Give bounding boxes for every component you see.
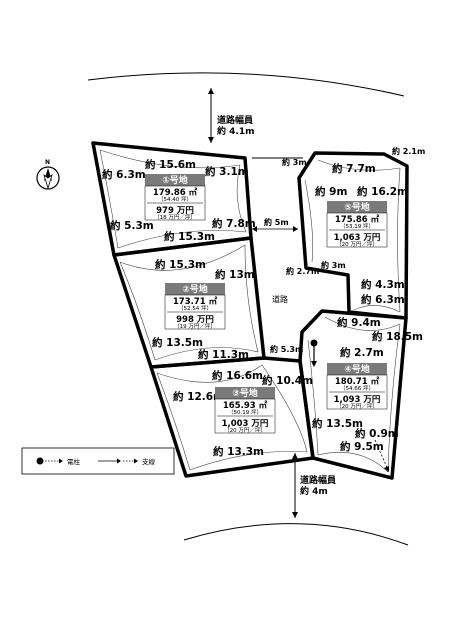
lot-hatching [99, 149, 401, 473]
lot1-name: ①号地 [162, 174, 188, 186]
dim-l5-right: 約 16.2m [357, 185, 408, 198]
dim-l4-inner: 約 2.7m [340, 346, 384, 359]
dim-l3-left: 約 12.6m [173, 390, 224, 403]
lot3-tsubo: （50.19 坪） [228, 408, 262, 416]
north-road-width: 約 4.1m [217, 125, 254, 137]
lot3-price: 1,003 万円 [222, 419, 269, 429]
lot3-unit-price: （20 万円／坪） [224, 426, 266, 434]
lot3-name: ③号地 [232, 387, 258, 399]
lot2-info: ②号地 173.71 ㎡ （52.54 坪） 998 万円 （19 万円／坪） [164, 283, 226, 330]
lot2-tsubo: （52.54 坪） [178, 304, 212, 312]
lot1-area: 179.86 ㎡ [153, 187, 198, 198]
south-road-width: 約 4m [300, 485, 328, 497]
south-road-name: 道路幅員 [300, 474, 336, 486]
north-road-edge [87, 72, 405, 97]
dim-l5-notch-v: 約 4.3m [361, 278, 405, 291]
lot4-price: 1,093 万円 [334, 395, 381, 405]
lot2-area: 173.71 ㎡ [173, 296, 218, 307]
lot1-unit-price: （18 万円／坪） [154, 213, 196, 221]
dim-l1-right: 約 7.8m [212, 217, 256, 230]
dim-l1-left-upper: 約 6.3m [102, 168, 146, 181]
dim-l3-bottom: 約 13.3m [213, 445, 264, 458]
lot1-price: 979 万円 [156, 206, 194, 216]
lot1-info: ①号地 179.86 ㎡ （54.40 坪） 979 万円 （18 万円／坪） [144, 174, 206, 221]
lot4-access-arrow [310, 339, 318, 367]
legend-guy: 支線 [142, 457, 156, 466]
internal-road-width-arrow [252, 226, 298, 232]
lot4-area: 180.71 ㎡ [335, 376, 380, 387]
lot5-info: ⑤号地 175.86 ㎡ （53.19 坪） 1,063 万円 （20 万円／坪… [326, 201, 388, 248]
dim-l1-topright: 約 3.1m [205, 165, 249, 178]
dim-road-mid: 約 2.7m [286, 266, 319, 276]
dim-l5-notch-h: 約 6.3m [361, 293, 405, 306]
dim-l4-top: 約 9.4m [337, 316, 381, 329]
dim-l1-left-lower: 約 5.3m [110, 219, 154, 232]
internal-road-width: 約 5m [264, 217, 289, 227]
dim-l2-top: 約 15.3m [155, 258, 206, 271]
lot5-area: 175.86 ㎡ [335, 214, 380, 225]
lot5-tsubo: （53.19 坪） [340, 222, 374, 230]
lot4-tsubo: （54.66 坪） [340, 384, 374, 392]
dim-road-lower: 約 5.3m [270, 344, 303, 354]
dim-l1-top: 約 15.6m [145, 158, 196, 171]
lot2-price: 998 万円 [176, 315, 214, 325]
dim-l4-bottom-right: 約 0.9m [355, 427, 399, 440]
north-road-name: 道路幅員 [217, 114, 253, 126]
lot5-name: ⑤号地 [344, 201, 370, 213]
dim-l5-top: 約 7.7m [332, 162, 376, 175]
dim-l4-right: 約 18.5m [372, 330, 423, 343]
north-arrow-icon: N [36, 159, 60, 190]
lot4-info: ④号地 180.71 ㎡ （54.66 坪） 1,093 万円 （20 万円／坪… [326, 363, 388, 410]
dim-l4-bottom: 約 9.5m [340, 440, 384, 453]
dim-l1-bottom: 約 15.3m [164, 230, 215, 243]
lot4-unit-price: （20 万円／坪） [336, 402, 378, 410]
lot3-area: 165.93 ㎡ [223, 400, 268, 411]
lot5-unit-price: （20 万円／坪） [336, 240, 378, 248]
lot4-guy-arrow [374, 439, 389, 472]
dim-l3-top: 約 16.6m [212, 369, 263, 382]
lot5-boundary [297, 151, 409, 320]
internal-road-label: 道路 [272, 294, 288, 304]
dim-l2-right: 約 13m [215, 268, 255, 281]
dim-l5-corner: 約 2.1m [392, 146, 425, 156]
dim-road-corner: 約 3m [282, 157, 307, 167]
north-road-width-arrow [208, 88, 214, 143]
dim-l2-left: 約 13.5m [152, 336, 203, 349]
south-road-edge [183, 523, 409, 546]
dim-l4-left: 約 13.5m [312, 417, 363, 430]
dim-l3-topright: 約 10.4m [262, 374, 313, 387]
pole-icon [36, 457, 44, 465]
north-label: N [45, 159, 50, 166]
lot3-info: ③号地 165.93 ㎡ （50.19 坪） 1,003 万円 （20 万円／坪… [214, 387, 276, 434]
lot5-price: 1,063 万円 [334, 233, 381, 243]
lot1-tsubo: （54.40 坪） [158, 195, 192, 203]
dim-l5-left: 約 9m [315, 185, 347, 198]
legend: 電柱 支線 [21, 447, 175, 475]
dim-road-notch: 約 3m [321, 260, 346, 270]
dim-l2-bottom: 約 11.3m [198, 348, 249, 361]
legend-pole: 電柱 [67, 457, 81, 466]
south-road-width-arrow [292, 453, 298, 518]
lot2-unit-price: （19 万円／坪） [174, 322, 216, 330]
lot2-name: ②号地 [182, 283, 208, 295]
lot4-name: ④号地 [344, 363, 370, 375]
